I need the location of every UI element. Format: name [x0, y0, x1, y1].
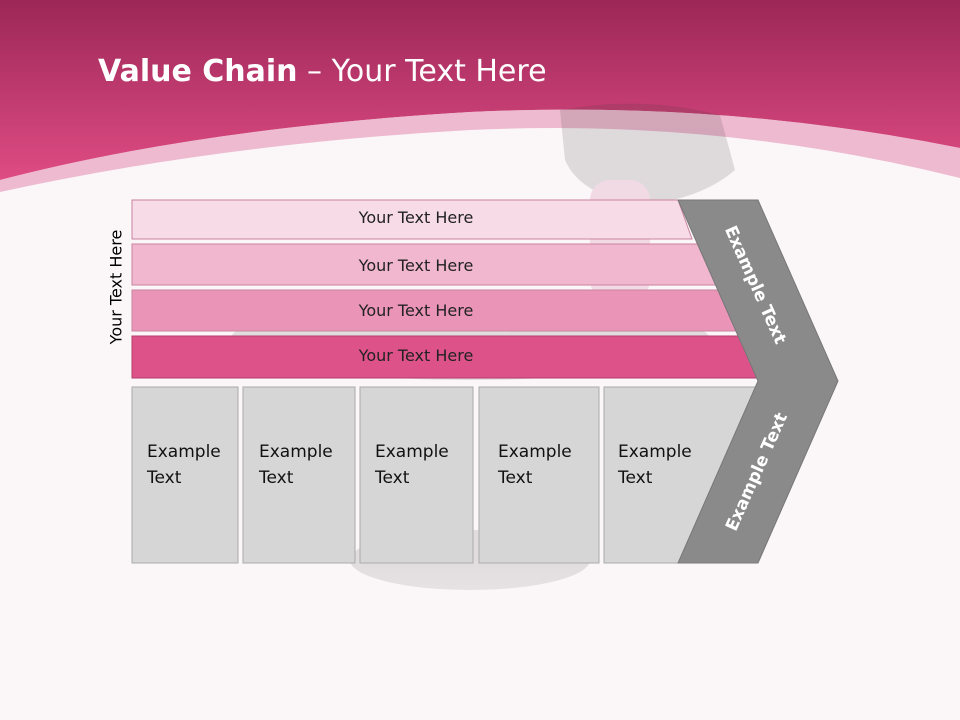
bar-1 — [131, 199, 693, 240]
reflection-fade — [0, 560, 960, 710]
box-4-line2: Text — [498, 468, 533, 488]
box-5-line2: Text — [618, 468, 653, 488]
box-3-line1: Example — [375, 442, 449, 462]
slide-title-bold: Value Chain — [98, 54, 298, 89]
box-1-line1: Example — [147, 442, 221, 462]
slide-title: Value Chain – Your Text Here — [98, 54, 547, 89]
box-3-line2: Text — [375, 468, 410, 488]
box-2-line2: Text — [259, 468, 294, 488]
chevron-arrow — [677, 199, 839, 564]
bar-3-label: Your Text Here — [358, 301, 474, 320]
slide-title-rest: – Your Text Here — [297, 54, 547, 89]
box-3 — [359, 386, 474, 564]
bar-1-label: Your Text Here — [358, 208, 474, 227]
bar-4-label: Your Text Here — [358, 346, 474, 365]
bar-2-label: Your Text Here — [358, 256, 474, 275]
box-2-line1: Example — [259, 442, 333, 462]
box-1-line2: Text — [147, 468, 182, 488]
header-swoosh — [0, 109, 960, 192]
box-4 — [478, 386, 600, 564]
box-5-line1: Example — [618, 442, 692, 462]
box-4-line1: Example — [498, 442, 572, 462]
header-band — [0, 0, 960, 180]
box-2 — [242, 386, 356, 564]
